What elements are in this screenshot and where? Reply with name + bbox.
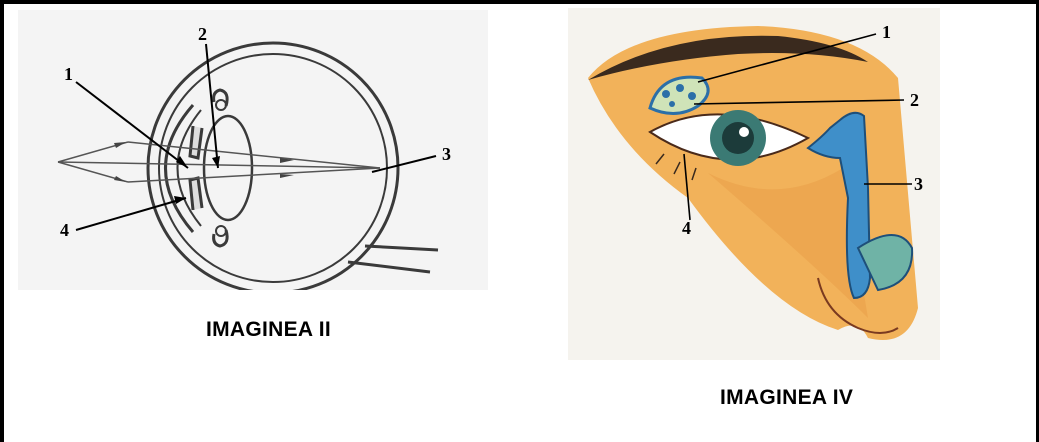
eye-cross-section-diagram: 1 2 3 4	[18, 10, 488, 290]
label-1: 1	[882, 22, 891, 42]
caption-imaginea-iv: IMAGINEA IV	[720, 386, 853, 410]
gland-lobule	[669, 101, 675, 107]
label-3: 3	[442, 144, 451, 164]
pupil	[722, 122, 754, 154]
label-3: 3	[914, 174, 923, 194]
gland-lobule	[662, 90, 670, 98]
gland-lobule	[688, 92, 696, 100]
lacrimal-apparatus-illustration: 1 2 3 4	[568, 8, 940, 360]
label-2: 2	[910, 90, 919, 110]
label-2: 2	[198, 24, 207, 44]
label-1: 1	[64, 64, 73, 84]
caption-imaginea-ii: IMAGINEA II	[206, 318, 331, 342]
label-4: 4	[682, 218, 691, 238]
eye-highlight	[739, 127, 749, 137]
gland-lobule	[676, 84, 684, 92]
label-4: 4	[60, 220, 69, 240]
